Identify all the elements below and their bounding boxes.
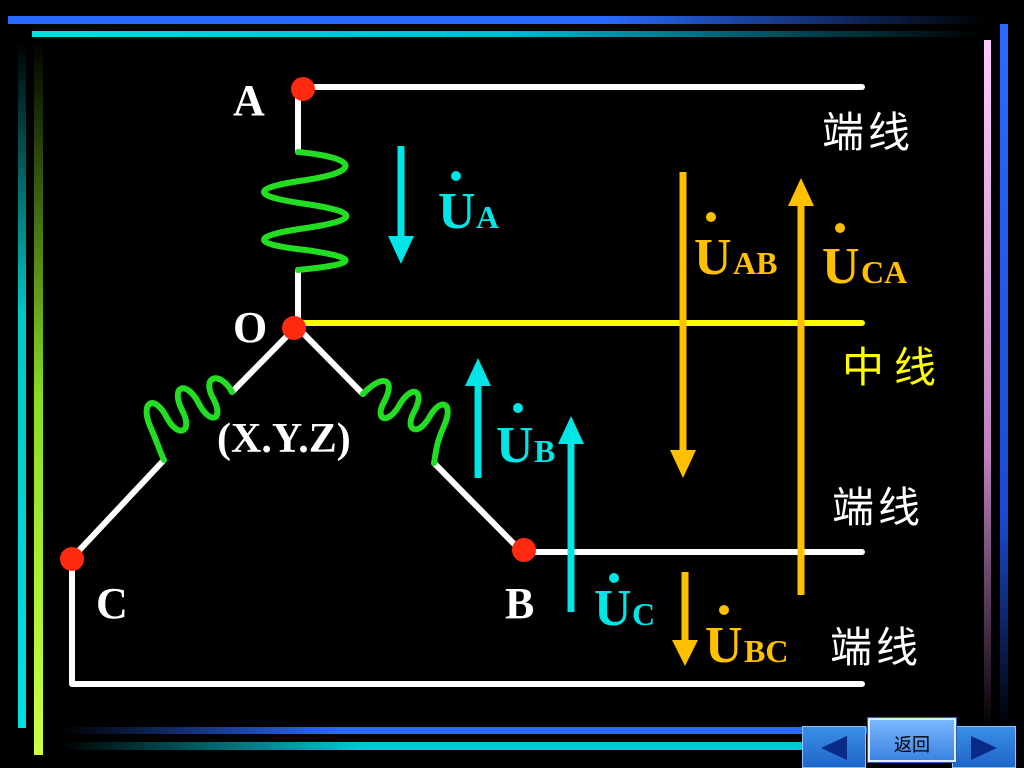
node-label-o: O xyxy=(233,303,267,352)
label-uc: U C xyxy=(594,573,655,637)
label-uc-main: U xyxy=(594,580,632,637)
phasor-dot xyxy=(451,171,461,181)
line-label-a: 端线 xyxy=(822,108,914,157)
label-ua-sub: A xyxy=(476,199,499,235)
label-uca-main: U xyxy=(822,238,860,295)
node-a-dot xyxy=(291,77,315,101)
return-button[interactable]: 返回 xyxy=(868,718,956,762)
line-label-c: 端线 xyxy=(830,623,922,672)
line-label-b: 端线 xyxy=(832,483,924,532)
arrow-right-icon xyxy=(971,736,997,760)
arrow-uc xyxy=(558,416,584,612)
arrow-ub xyxy=(465,358,491,478)
arrow-left-icon xyxy=(821,736,847,760)
node-label-a: A xyxy=(233,76,265,125)
phasor-dot xyxy=(609,573,619,583)
label-ubc-sub: BC xyxy=(744,633,788,669)
neutral-label: 中线 xyxy=(842,343,946,392)
node-c-dot xyxy=(60,547,84,571)
label-uc-sub: C xyxy=(632,596,655,632)
node-dots xyxy=(60,77,536,571)
phasor-dot xyxy=(835,223,845,233)
label-ua-main: U xyxy=(438,183,476,240)
label-uca: U CA xyxy=(822,223,907,295)
previous-slide-button[interactable] xyxy=(802,726,866,768)
slide-navigation: 返回 xyxy=(802,718,1016,768)
node-b-dot xyxy=(512,538,536,562)
phase-c-lead-top xyxy=(229,327,296,395)
arrow-ubc xyxy=(672,572,698,666)
label-uab-main: U xyxy=(694,229,732,286)
arrow-uab xyxy=(670,172,696,478)
label-ubc: U BC xyxy=(705,605,788,674)
coil-phase-b xyxy=(360,378,451,466)
label-uab: U AB xyxy=(694,212,777,286)
label-ub: U B xyxy=(496,403,555,474)
phasor-dot xyxy=(719,605,729,615)
slide-frame xyxy=(8,16,1008,755)
phasor-dot xyxy=(706,212,716,222)
coil-phase-a xyxy=(261,149,350,273)
label-ub-main: U xyxy=(496,417,534,474)
line-arrows xyxy=(670,172,814,666)
label-ub-sub: B xyxy=(534,433,555,469)
neutral-point-label: (X.Y.Z) xyxy=(217,416,351,462)
arrow-ua xyxy=(388,146,414,264)
node-label-c: C xyxy=(96,579,128,628)
arrow-uca xyxy=(788,178,814,595)
phasor-dot xyxy=(513,403,523,413)
label-uca-sub: CA xyxy=(861,254,907,290)
phase-c-lead-bottom xyxy=(69,457,865,687)
phase-arrows xyxy=(388,146,584,612)
coil-phase-c xyxy=(143,375,235,463)
node-label-b: B xyxy=(505,579,534,628)
label-uab-sub: AB xyxy=(733,245,777,281)
coils xyxy=(143,149,451,466)
node-o-dot xyxy=(282,316,306,340)
phase-b-lead-top xyxy=(297,327,366,397)
next-slide-button[interactable] xyxy=(952,726,1016,768)
label-ubc-main: U xyxy=(705,617,743,674)
label-ua: U A xyxy=(438,171,499,240)
return-button-label: 返回 xyxy=(894,735,930,756)
